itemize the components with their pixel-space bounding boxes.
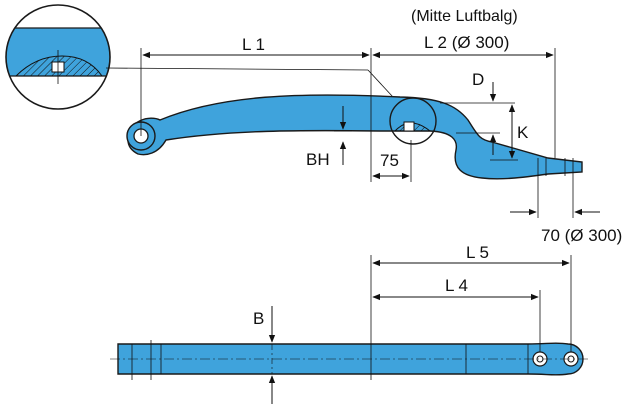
spring-side-body [127,94,583,180]
label-b: B [253,309,264,328]
label-l5: L 5 [466,243,489,262]
label-l4: L 4 [445,276,468,295]
side-dimensions: L 1 L 2 (Ø 300) (Mitte Luftbalg) D K BH … [140,8,622,245]
label-k: K [517,123,529,142]
detail-leader-line [105,67,369,71]
label-bh: BH [306,150,330,169]
axle-seat-circle [389,97,437,145]
detail-magnifier [5,4,111,110]
top-dimensions: L 5 L 4 B [253,243,572,404]
label-d: D [472,70,484,89]
label-70: 70 (Ø 300) [541,226,622,245]
label-l1: L 1 [242,35,265,54]
label-note-top: (Mitte Luftbalg) [411,8,518,25]
label-75: 75 [380,151,399,170]
spring-top-view [110,340,590,380]
spring-side-view [126,94,583,180]
label-l2: L 2 (Ø 300) [424,33,509,52]
detail-circle-outline [5,4,111,110]
